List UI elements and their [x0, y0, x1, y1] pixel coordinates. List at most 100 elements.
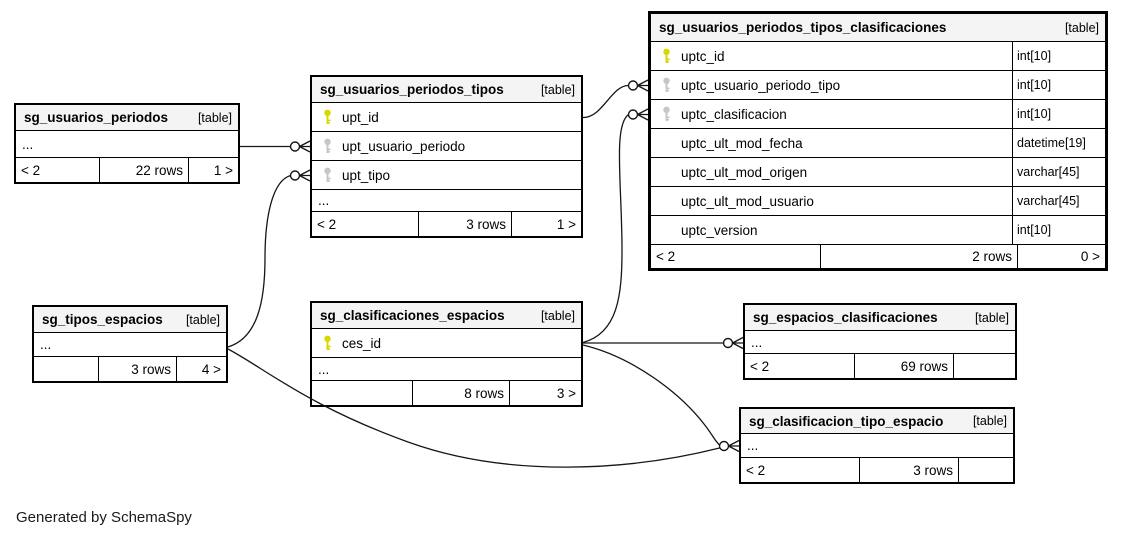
column-row: uptc_id int[10] — [651, 42, 1105, 71]
crow-foot-connector — [637, 79, 649, 92]
columns-ellipsis: ... — [312, 190, 581, 212]
table-header[interactable]: sg_espacios_clasificaciones [table] — [745, 305, 1015, 331]
table-type-tag: [table] — [1064, 20, 1099, 35]
footer-row-count: 69 rows — [855, 354, 954, 378]
table-name: sg_usuarios_periodos_tipos_clasificacion… — [659, 20, 947, 35]
columns-ellipsis: ... — [745, 331, 1015, 354]
column-row: upt_usuario_periodo — [312, 132, 581, 161]
table-name: sg_espacios_clasificaciones — [753, 310, 938, 325]
column-row: uptc_ult_mod_usuario varchar[45] — [651, 187, 1105, 216]
column-row: uptc_version int[10] — [651, 216, 1105, 245]
zero-many-circle — [718, 440, 730, 452]
no-key-spacer — [651, 187, 681, 215]
crow-foot-connector — [299, 140, 311, 153]
column-type: int[10] — [1012, 216, 1105, 244]
table-header[interactable]: sg_usuarios_periodos_tipos [table] — [312, 77, 581, 103]
table-header[interactable]: sg_clasificacion_tipo_espacio [table] — [741, 409, 1013, 434]
footer-parents: < 2 — [312, 212, 419, 236]
table-node-sg-usuarios-periodos-tipos-clasificaciones[interactable]: sg_usuarios_periodos_tipos_clasificacion… — [648, 11, 1108, 271]
column-row: ces_id — [312, 329, 581, 358]
footer-children — [959, 458, 1013, 482]
footer-parents: < 2 — [741, 458, 860, 482]
crow-foot-connector — [732, 336, 744, 350]
footer-parents — [34, 357, 99, 381]
column-name: upt_id — [342, 109, 379, 125]
ellipsis-label: ... — [40, 337, 52, 352]
relationship-line — [582, 344, 720, 446]
column-name: uptc_clasificacion — [681, 106, 787, 122]
footer-row-count: 3 rows — [860, 458, 959, 482]
column-row: upt_id — [312, 103, 581, 132]
column-row: uptc_ult_mod_origen varchar[45] — [651, 158, 1105, 187]
column-row: uptc_usuario_periodo_tipo int[10] — [651, 71, 1105, 100]
table-node-sg-clasificaciones-espacios[interactable]: sg_clasificaciones_espacios [table] ces_… — [310, 301, 583, 407]
table-node-sg-clasificacion-tipo-espacio[interactable]: sg_clasificacion_tipo_espacio [table] ..… — [739, 407, 1015, 484]
table-node-sg-usuarios-periodos[interactable]: sg_usuarios_periodos [table] ... < 2 22 … — [14, 103, 240, 184]
column-type: datetime[19] — [1012, 129, 1105, 157]
table-type-tag: [table] — [197, 110, 232, 125]
no-key-spacer — [651, 216, 681, 244]
zero-many-circle — [722, 337, 734, 349]
column-name: uptc_version — [681, 222, 758, 238]
column-row: upt_tipo — [312, 161, 581, 190]
table-node-sg-espacios-clasificaciones[interactable]: sg_espacios_clasificaciones [table] ... … — [743, 303, 1017, 380]
column-type: int[10] — [1012, 71, 1105, 99]
footer-children: 1 > — [556, 216, 576, 232]
columns-ellipsis: ... — [16, 131, 238, 158]
table-type-tag: [table] — [974, 310, 1009, 325]
footer-children: 0 > — [1080, 249, 1100, 264]
table-footer: < 2 2 rows 0 > — [651, 245, 1105, 268]
footer-children — [954, 354, 1015, 378]
footer-parents: < 2 — [745, 354, 855, 378]
footer-row-count: 3 rows — [419, 212, 512, 236]
columns-ellipsis: ... — [34, 333, 226, 357]
zero-many-circle — [627, 109, 639, 120]
foreign-key-icon — [312, 161, 342, 189]
column-type: varchar[45] — [1012, 158, 1105, 186]
table-node-sg-tipos-espacios[interactable]: sg_tipos_espacios [table] ... 3 rows 4 > — [32, 305, 228, 383]
table-name: sg_usuarios_periodos — [24, 110, 169, 125]
columns-ellipsis: ... — [312, 358, 581, 381]
table-footer: < 2 3 rows 1 > — [312, 212, 581, 236]
primary-key-icon — [312, 103, 342, 131]
columns-ellipsis: ... — [741, 434, 1013, 458]
table-footer: 8 rows 3 > — [312, 381, 581, 405]
footer-row-count: 2 rows — [821, 245, 1018, 268]
table-header[interactable]: sg_clasificaciones_espacios [table] — [312, 303, 581, 329]
column-name: uptc_ult_mod_usuario — [681, 193, 814, 209]
no-key-spacer — [651, 129, 681, 157]
table-name: sg_usuarios_periodos_tipos — [320, 82, 504, 97]
table-header[interactable]: sg_usuarios_periodos_tipos_clasificacion… — [651, 14, 1105, 42]
primary-key-icon — [651, 42, 681, 70]
table-header[interactable]: sg_tipos_espacios [table] — [34, 307, 226, 333]
footer-children: 3 > — [556, 385, 576, 401]
column-type: varchar[45] — [1012, 187, 1105, 215]
generator-credit: Generated by SchemaSpy — [16, 509, 192, 526]
zero-many-circle — [289, 170, 301, 181]
table-name: sg_clasificaciones_espacios — [320, 308, 505, 323]
table-name: sg_clasificacion_tipo_espacio — [749, 413, 944, 429]
ellipsis-label: ... — [751, 334, 763, 350]
crow-foot-connector — [637, 108, 649, 121]
foreign-key-icon — [651, 100, 681, 128]
foreign-key-icon — [651, 71, 681, 99]
column-name: uptc_usuario_periodo_tipo — [681, 77, 841, 93]
table-footer: < 2 22 rows 1 > — [16, 158, 238, 182]
column-name: uptc_id — [681, 48, 725, 64]
footer-parents — [312, 381, 413, 405]
relationship-line — [227, 174, 291, 348]
column-type: int[10] — [1012, 100, 1105, 128]
ellipsis-label: ... — [318, 361, 330, 377]
footer-parents: < 2 — [16, 158, 100, 182]
table-node-sg-usuarios-periodos-tipos[interactable]: sg_usuarios_periodos_tipos [table] upt_i… — [310, 75, 583, 238]
table-header[interactable]: sg_usuarios_periodos [table] — [16, 105, 238, 131]
footer-row-count: 3 rows — [99, 357, 177, 381]
crow-foot-connector — [299, 169, 311, 182]
relationship-line — [582, 113, 629, 344]
column-name: upt_usuario_periodo — [342, 138, 466, 154]
ellipsis-label: ... — [318, 193, 330, 208]
table-type-tag: [table] — [972, 414, 1007, 428]
footer-parents: < 2 — [651, 245, 821, 268]
table-type-tag: [table] — [540, 308, 575, 323]
